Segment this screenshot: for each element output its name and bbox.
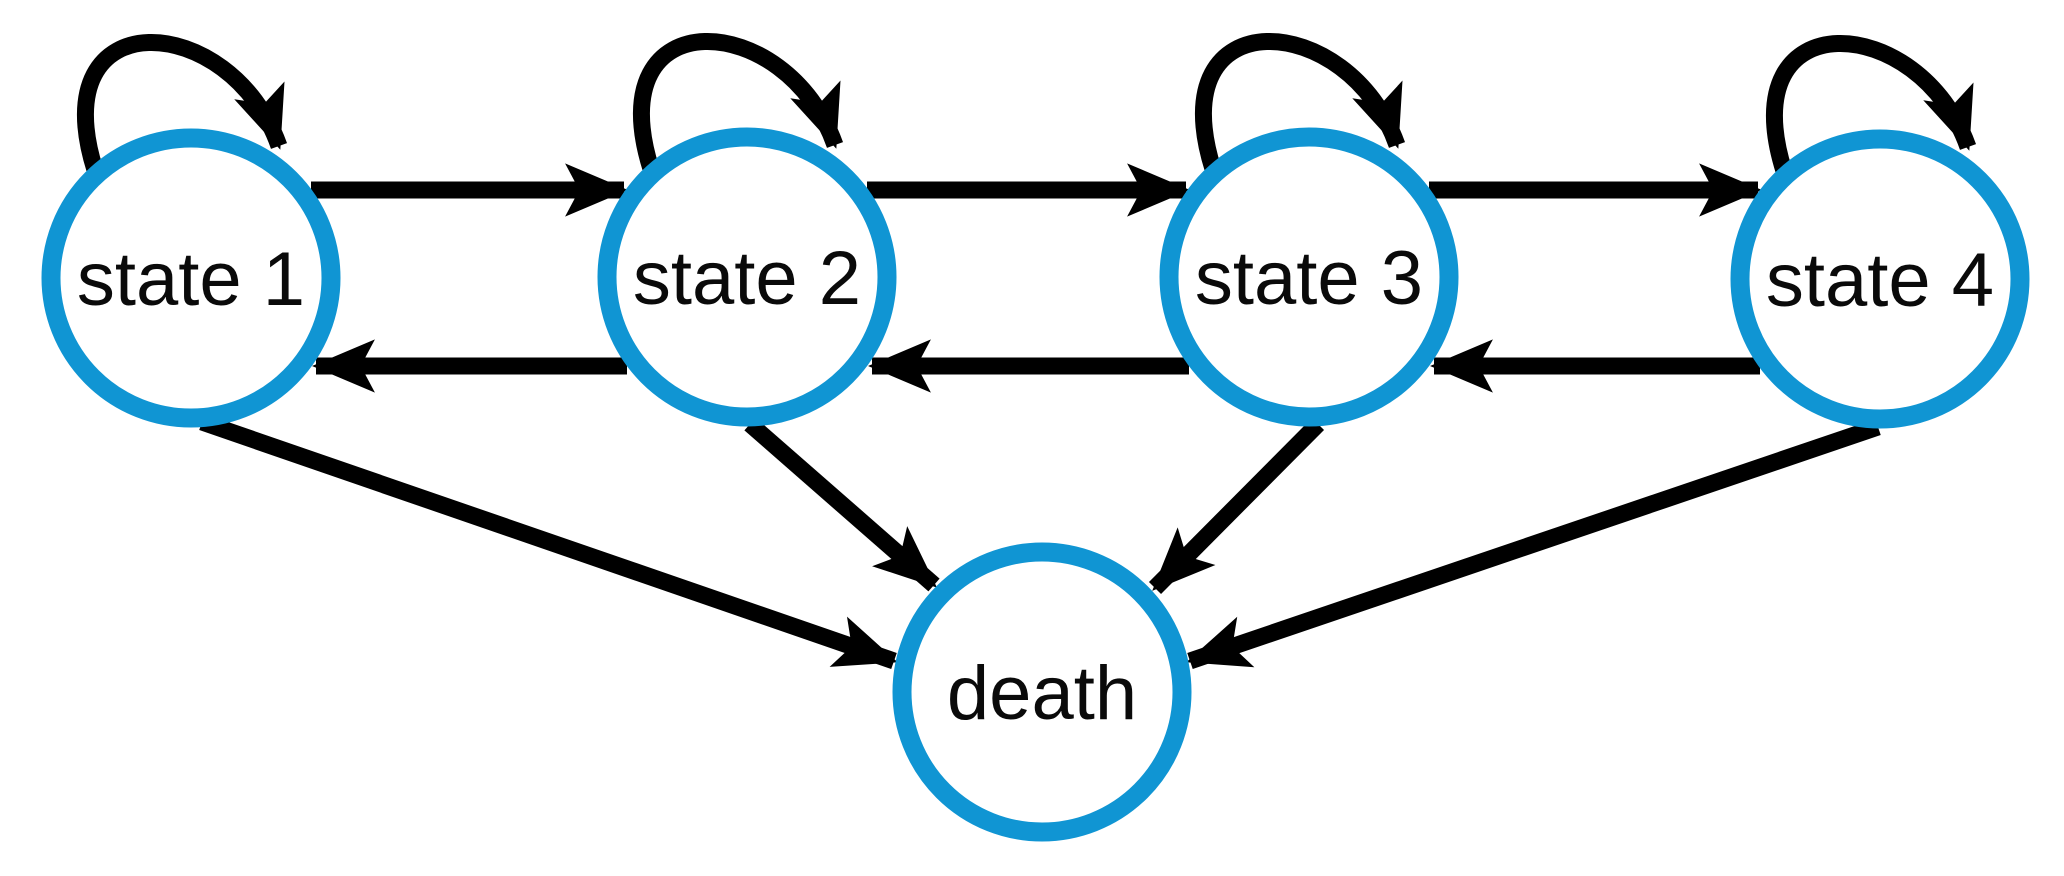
node-circle-state1 <box>41 128 341 428</box>
node-label-state2: state 2 <box>633 236 861 321</box>
node-label-state4: state 4 <box>1766 238 1994 323</box>
self-loop-state3 <box>1194 33 1406 172</box>
node-state3: state 3 <box>1159 127 1459 427</box>
node-circle-state2 <box>597 127 897 427</box>
edge-state2-to-death <box>744 417 940 592</box>
node-label-death: death <box>947 651 1137 736</box>
node-circle-death <box>892 542 1192 842</box>
self-loop-state2 <box>632 33 844 172</box>
node-state4: state 4 <box>1730 129 2030 429</box>
nodes-layer: state 1 state 2 state 3 state 4 death <box>41 127 2030 842</box>
node-circle-state4 <box>1730 129 2030 429</box>
node-label-state3: state 3 <box>1195 236 1423 321</box>
node-state1: state 1 <box>41 128 341 428</box>
node-circle-state3 <box>1159 127 1459 427</box>
self-loop-state4 <box>1765 35 1977 174</box>
edge-state1-to-death <box>199 413 898 670</box>
node-state2: state 2 <box>597 127 897 427</box>
edge-state4-to-death <box>1186 418 1881 670</box>
node-death: death <box>892 542 1192 842</box>
node-label-state1: state 1 <box>77 237 305 322</box>
edge-state3-to-death <box>1148 418 1325 594</box>
self-loop-state1 <box>76 34 288 173</box>
edges-layer <box>76 33 1977 670</box>
